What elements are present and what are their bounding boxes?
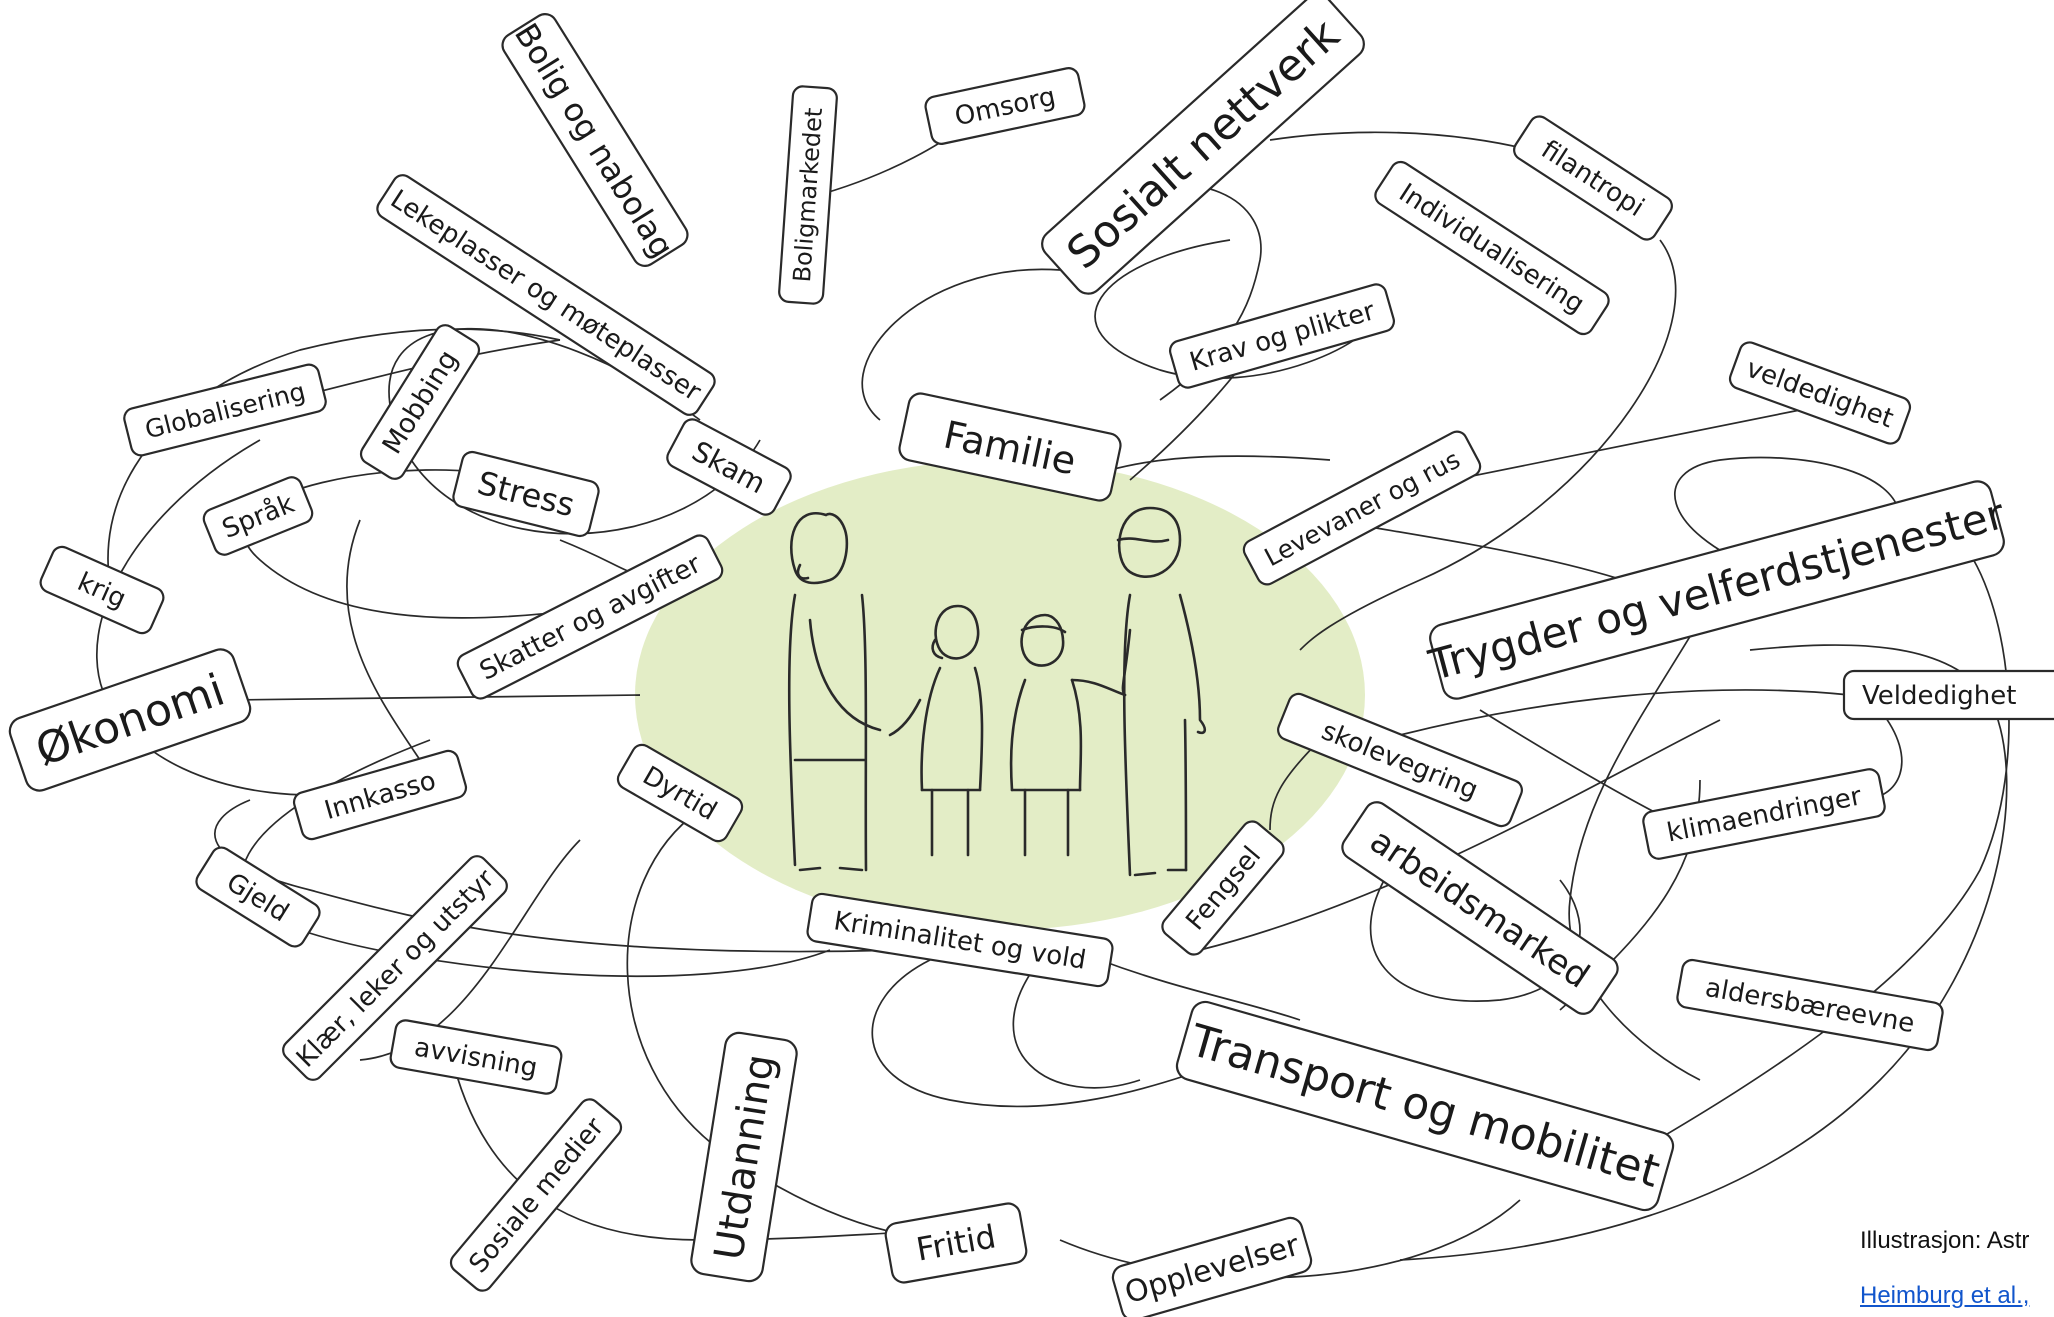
label-omsorg: Omsorg [924,67,1086,145]
label-text: Individualisering [1393,178,1589,320]
label-utdanning: Utdanning [690,1031,798,1283]
label-sosialt-nettverk: Sosialt nettverk [1041,0,1365,295]
label-avvisning: avvisning [389,1019,563,1095]
label-text: Bolig og nabolag [507,17,681,265]
label-krav-og-plikter: Krav og plikter [1168,283,1396,389]
label-text: arbeidsmarked [1363,821,1597,997]
label-text: Veldedighet [1862,681,2016,711]
label-levevaner-og-rus: Levevaner og rus [1242,430,1482,586]
label-krig: krig [39,545,165,635]
boy-figure [1009,613,1127,857]
source-link[interactable]: Heimburg et al., [1860,1282,2030,1309]
label-gjeld: Gjeld [195,846,321,948]
family-illustration [787,506,1207,877]
label-bolig-og-nabolag: Bolig og nabolag [501,13,689,267]
label-veldedighet-upper: Veldedighet [1842,669,2054,721]
label-innkasso: Innkasso [292,749,468,841]
family-center-ellipse [635,460,1365,930]
label-trygder-og-velferdstjenester: Trygder og velferdstjenester [1423,480,2010,700]
label-veldedighet-lower: veldedighet [1728,341,1912,445]
label-text: Levevaner og rus [1260,445,1465,572]
label-klimaendringer: klimaendringer [1642,768,1886,860]
girl-figure [888,604,984,857]
mother-figure [787,512,882,872]
label-sosiale-medier: Sosiale medier [449,1098,623,1292]
label-stress: Stress [452,450,600,538]
label-opplevelser: Opplevelser [1111,1216,1313,1317]
label-text: Transport og mobilitet [1184,1015,1665,1198]
label-familie: Familie [898,392,1122,502]
label-okonomi: Økonomi [8,648,252,792]
father-figure [1116,506,1207,877]
label-text: Sosiale medier [463,1112,610,1279]
illustration-credit: Illustrasjon: Astr [1860,1227,2030,1254]
label-arbeidsmarked: arbeidsmarked [1341,801,1619,1015]
label-aldersbaereevne: aldersbæreevne [1676,958,1944,1052]
label-sprak: Språk [202,476,314,556]
label-fritid: Fritid [884,1202,1028,1284]
label-kriminalitet-og-vold: Kriminalitet og vold [806,892,1114,988]
label-text: Trygder og velferdstjenester [1423,489,2010,690]
label-filantropi: filantropi [1513,115,1673,241]
label-transport-og-mobilitet: Transport og mobilitet [1175,1000,1675,1212]
label-text: Sosialt nettverk [1057,9,1349,279]
label-boligmarkedet: Boligmarkedet [778,85,838,305]
label-skam: Skam [666,418,792,516]
label-globalisering: Globalisering [123,363,327,457]
